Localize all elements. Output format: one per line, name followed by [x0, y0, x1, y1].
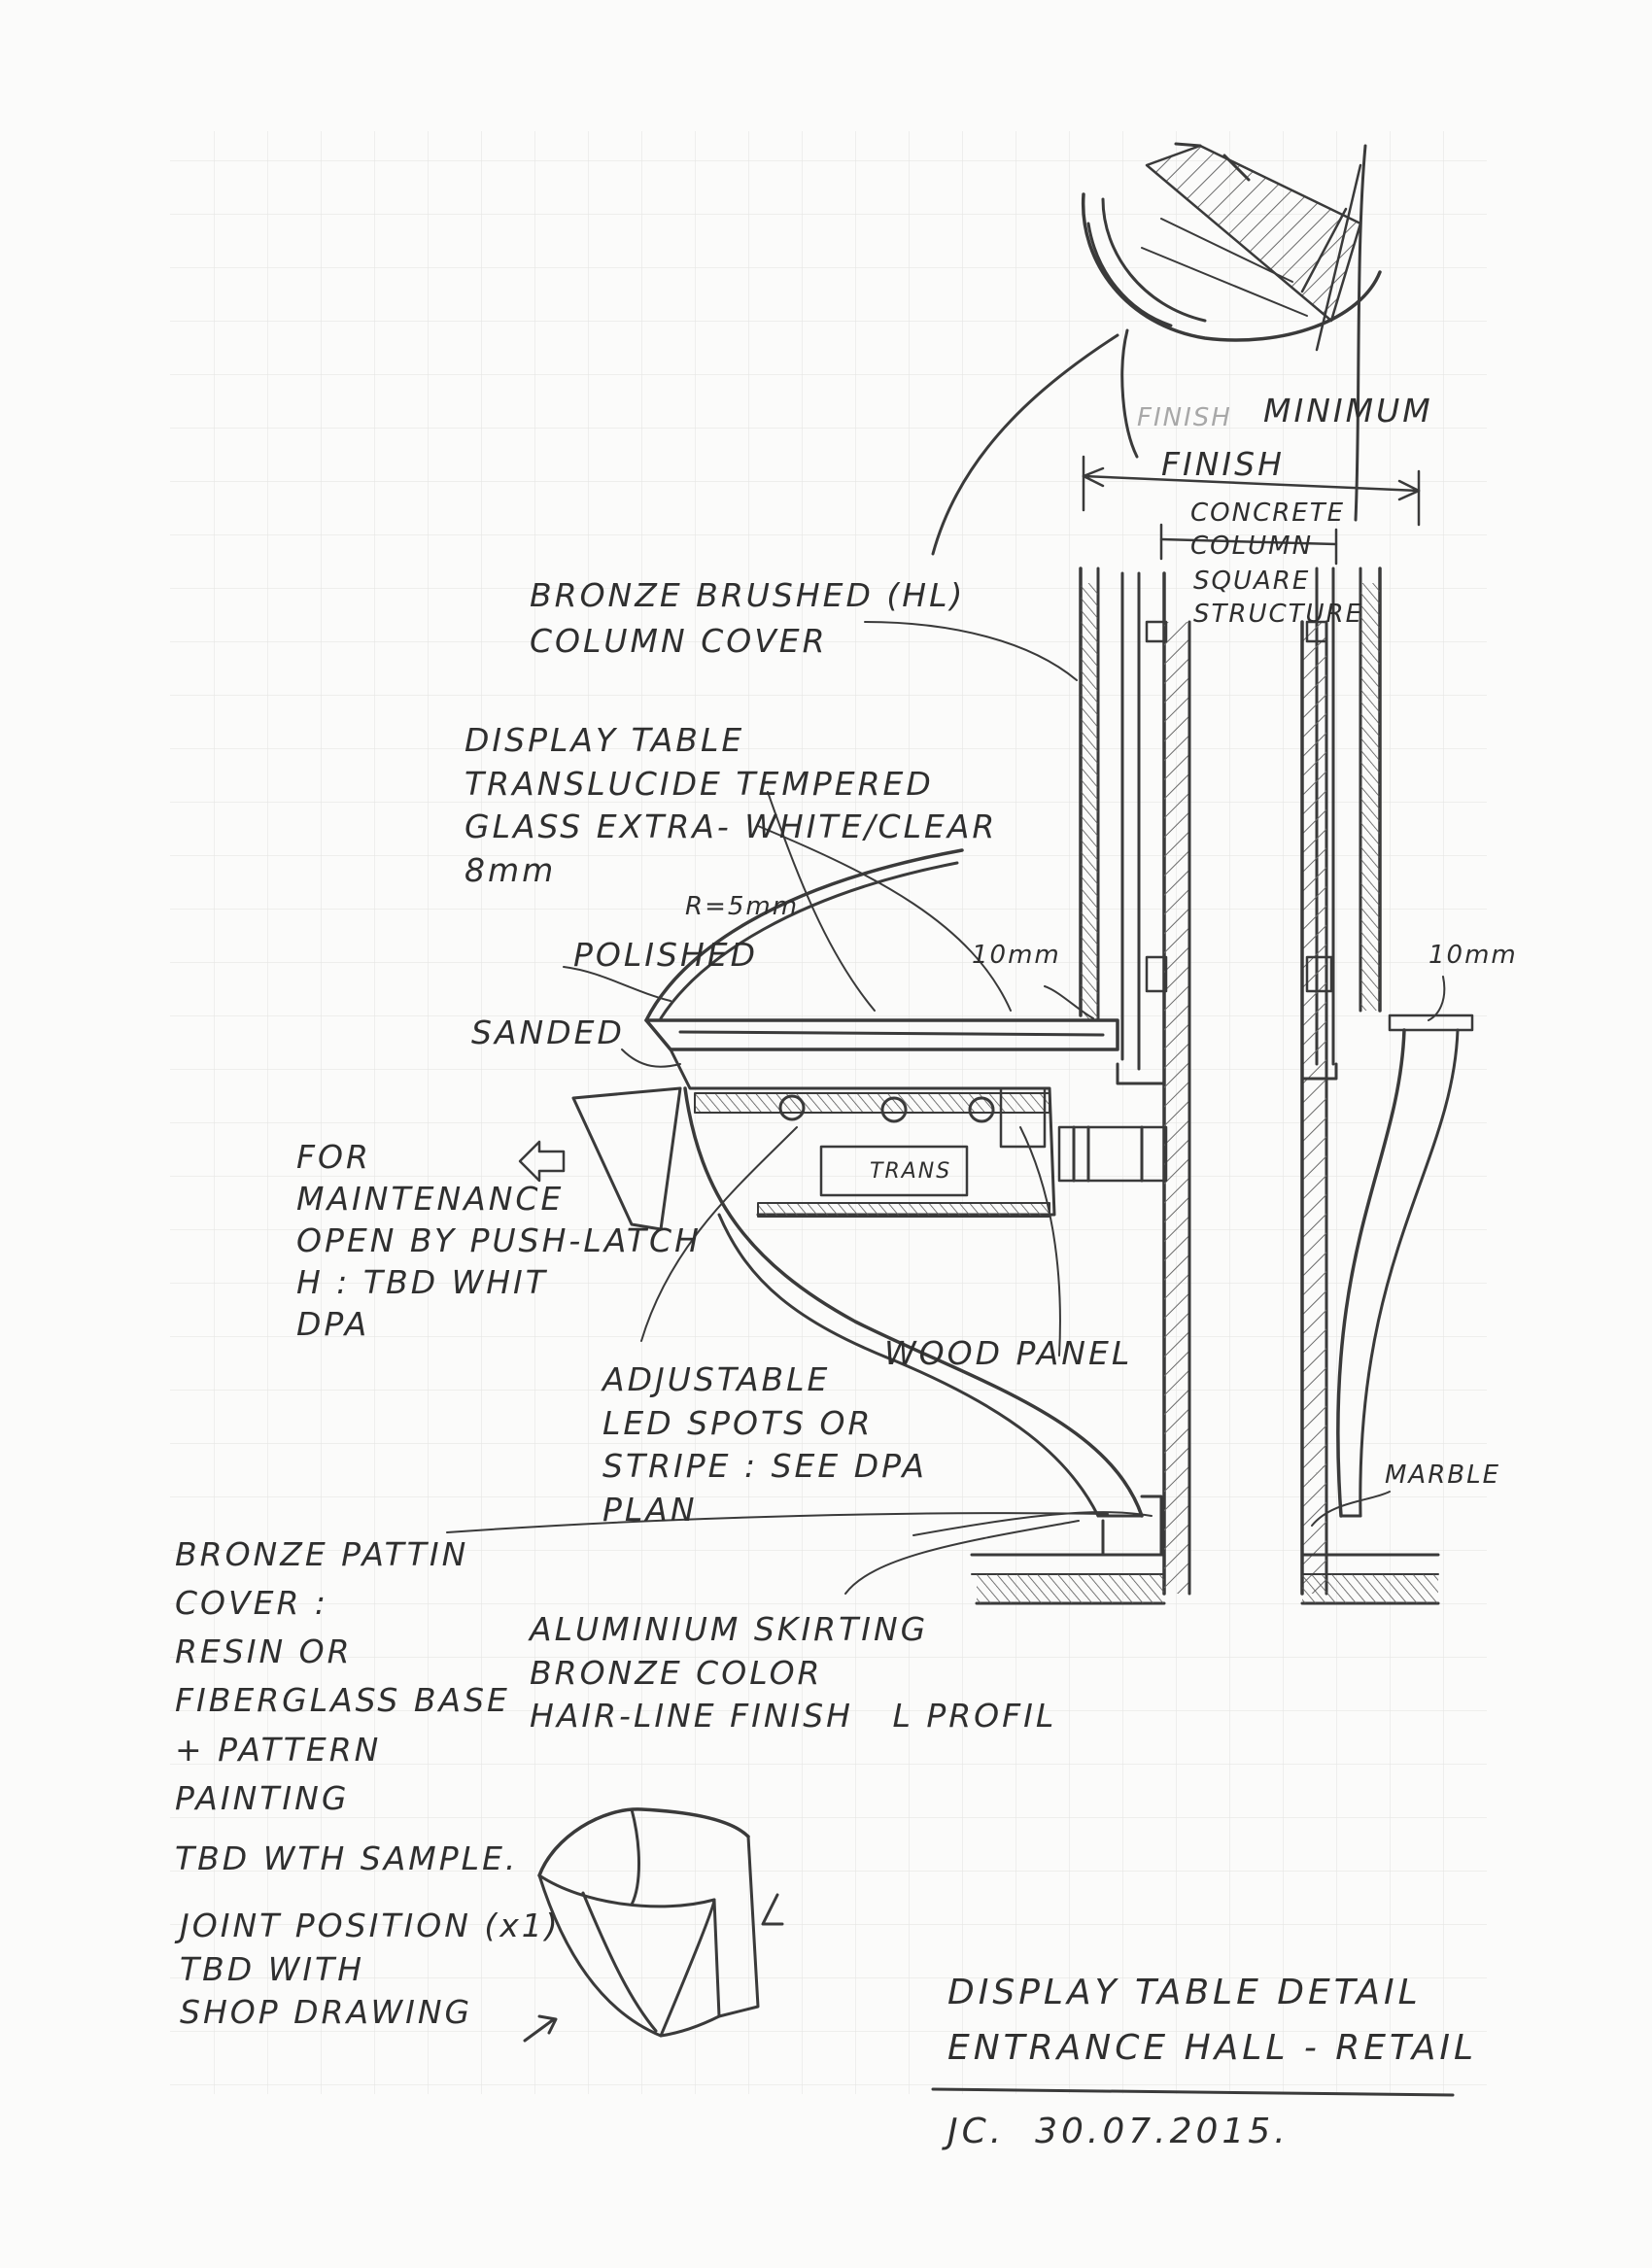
label-joint-position: JOINT POSITION (x1) TBD WITH SHOP DRAWIN… [180, 1907, 561, 2032]
label-sanded: SANDED [471, 1014, 625, 1051]
label-maintenance: FOR MAINTENANCE OPEN BY PUSH-LATCH H : T… [296, 1138, 702, 1343]
label-display-table: DISPLAY TABLE TRANSLUCIDE TEMPERED GLASS… [465, 721, 998, 889]
label-finish: FINISH [1161, 445, 1285, 483]
label-marble: MARBLE [1385, 1460, 1501, 1490]
column-section [970, 567, 1440, 1605]
label-led-spots: ADJUSTABLE LED SPOTS OR STRIPE : SEE DPA… [602, 1360, 927, 1529]
label-square-structure: SQUARE STRUCTURE [1193, 567, 1364, 629]
label-aluminium-skirting: ALUMINIUM SKIRTING BRONZE COLOR HAIR-LIN… [530, 1610, 1057, 1735]
label-tbd-sample: TBD WTH SAMPLE. [175, 1839, 519, 1877]
pedestal-shell-sketch [523, 1807, 784, 2043]
title-block-title: DISPLAY TABLE DETAIL [947, 1973, 1422, 2012]
label-wood-panel: WOOD PANEL [884, 1334, 1133, 1372]
label-radius: R=5mm [685, 892, 800, 921]
column-plan-detail [931, 142, 1382, 556]
label-minimum: MINIMUM [1263, 392, 1433, 430]
dimension-lines-top [1082, 455, 1421, 566]
title-block-signature: JC. 30.07.2015. [947, 2112, 1290, 2151]
label-concrete-column: CONCRETE COLUMN [1190, 498, 1346, 561]
label-polished: POLISHED [573, 936, 759, 974]
label-bronze-pattern: BRONZE PATTIN COVER : RESIN OR FIBERGLAS… [175, 1535, 510, 1817]
label-10mm-left: 10mm [972, 941, 1061, 970]
title-underline [931, 2087, 1455, 2097]
label-finish-faint: FINISH [1137, 403, 1232, 432]
display-table-section [518, 848, 1474, 1557]
title-block-subtitle: ENTRANCE HALL - RETAIL [947, 2028, 1477, 2068]
label-10mm-right: 10mm [1428, 941, 1518, 970]
leader-lines [446, 621, 1446, 1595]
label-bronze-brushed: BRONZE BRUSHED (HL) COLUMN COVER [530, 576, 966, 660]
label-trans: TRANS [870, 1159, 952, 1184]
